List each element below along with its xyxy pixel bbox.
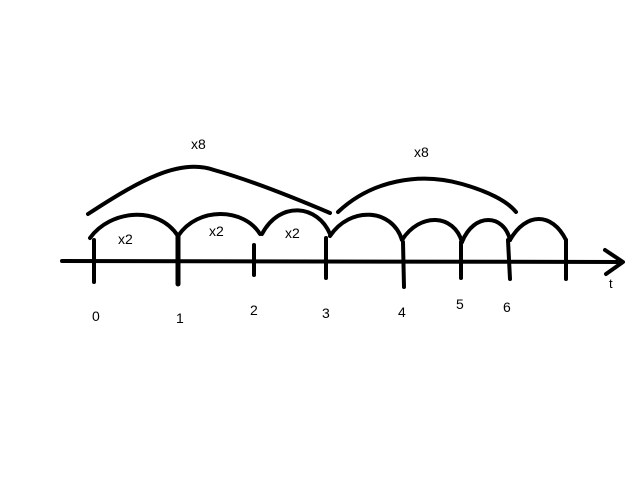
tick-label: 2	[250, 302, 258, 318]
large-jump-arc	[86, 164, 332, 216]
large-jump-label: x8	[191, 136, 206, 152]
large-jump-arc	[336, 176, 518, 214]
tick-label: 3	[322, 305, 330, 321]
axis-label: t	[609, 276, 613, 291]
tick-label: 4	[398, 304, 406, 320]
small-jump-arc	[260, 208, 332, 236]
tick-label: 1	[176, 310, 184, 326]
large-jump-label: x8	[414, 144, 429, 160]
small-jump-arc	[88, 212, 180, 240]
tick-mark	[401, 240, 406, 289]
small-jump-label: x2	[285, 225, 300, 241]
small-jump-arc	[400, 218, 464, 244]
tick-label: 0	[92, 308, 100, 324]
tick-label: 5	[456, 296, 464, 312]
small-jump-arc	[508, 217, 568, 242]
small-jump-arc	[176, 212, 262, 238]
small-jump-arc	[328, 212, 404, 242]
time-axis-arrowhead	[603, 248, 625, 276]
small-jump-label: x2	[209, 223, 224, 239]
small-jump-label: x2	[118, 231, 133, 247]
time-axis-line	[60, 259, 624, 264]
small-jump-arc	[460, 218, 512, 244]
tick-label: 6	[503, 299, 511, 315]
tick-mark	[506, 238, 512, 281]
